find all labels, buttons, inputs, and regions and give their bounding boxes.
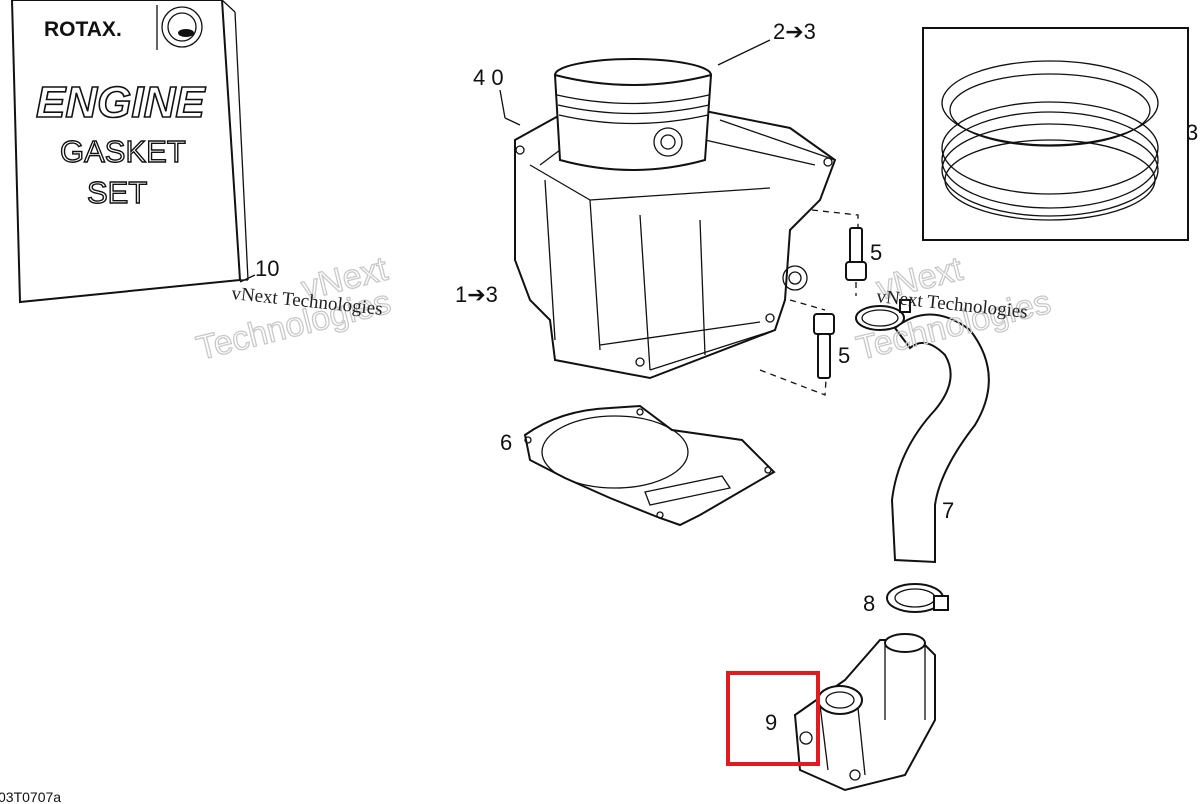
engine-label: ENGINE bbox=[36, 78, 206, 127]
cylinder-part bbox=[514, 58, 837, 380]
gasket-label: GASKET bbox=[60, 134, 186, 169]
highlight-box bbox=[726, 671, 820, 766]
piston-rings-part bbox=[922, 27, 1189, 241]
hose-clamp-lower-part bbox=[886, 583, 949, 613]
callout-3: 3 bbox=[1186, 120, 1198, 145]
callout-6: 6 bbox=[500, 430, 512, 455]
brand-label: ROTAX. bbox=[44, 18, 122, 41]
cylinder-base-gasket-part bbox=[523, 404, 776, 527]
callout-5-lower: 5 bbox=[838, 343, 850, 368]
callout-5-upper: 5 bbox=[870, 240, 882, 265]
figure-code: 03T0707a bbox=[0, 789, 61, 804]
callout-40: 4 0 bbox=[473, 65, 504, 90]
water-pump-housing-part bbox=[793, 633, 936, 792]
callout-10: 10 bbox=[255, 256, 279, 281]
screw-upper-part bbox=[845, 227, 867, 281]
callout-8: 8 bbox=[863, 591, 875, 616]
callout-2to3: 2➔3 bbox=[773, 19, 816, 44]
piston-part bbox=[553, 58, 713, 171]
callout-1to3: 1➔3 bbox=[455, 282, 498, 307]
coolant-hose-part bbox=[890, 313, 990, 564]
brp-logo-icon bbox=[161, 6, 203, 48]
gasket-set-box: ROTAX. ENGINE GASKET SET bbox=[10, 0, 249, 304]
callout-7: 7 bbox=[942, 498, 954, 523]
callout-9: 9 bbox=[765, 710, 777, 735]
screw-lower-part bbox=[813, 313, 835, 379]
set-label: SET bbox=[87, 175, 147, 210]
hose-clamp-upper-part bbox=[855, 299, 911, 331]
